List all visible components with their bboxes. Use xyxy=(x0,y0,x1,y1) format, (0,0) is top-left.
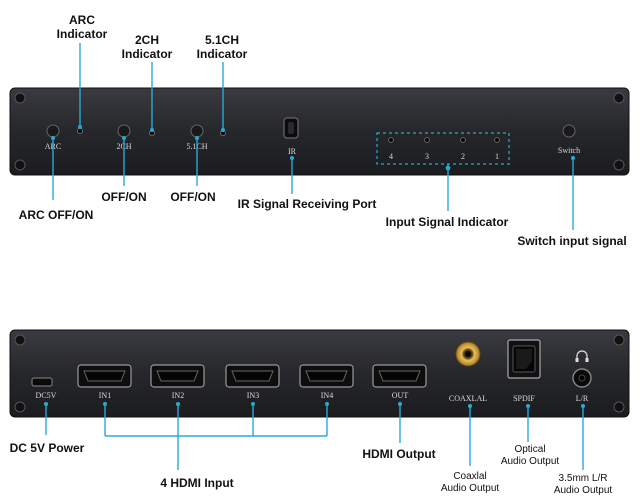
2ch-indicator-callout-line2: Indicator xyxy=(122,47,173,61)
input-4-label: 4 xyxy=(389,152,393,161)
2ch-indicator-callout-line1: 2CH xyxy=(135,33,159,47)
arc-indicator-callout-line2: Indicator xyxy=(57,27,108,41)
input-1-label: 1 xyxy=(495,152,499,161)
5-1ch-button[interactable] xyxy=(190,124,204,138)
screw-icon xyxy=(14,92,26,104)
hdmi-input-callout: 4 HDMI Input xyxy=(160,476,233,490)
dc-5v-port[interactable] xyxy=(31,377,53,387)
analog-callout-line2: Audio Output xyxy=(554,485,613,496)
hdmi-in3-port[interactable] xyxy=(225,364,280,388)
optical-callout-line2: Audio Output xyxy=(501,456,560,467)
coaxial-label: COAXLAL xyxy=(449,394,487,403)
input-2-led xyxy=(460,137,466,143)
hdmi-in3-label: IN3 xyxy=(247,391,259,400)
input-signal-callout: Input Signal Indicator xyxy=(386,215,509,229)
input-3-label: 3 xyxy=(425,152,429,161)
arc-off-on-callout: ARC OFF/ON xyxy=(19,208,94,222)
input-indicator-box xyxy=(376,132,510,165)
front-panel-body xyxy=(9,87,630,176)
hdmi-in2-label: IN2 xyxy=(172,391,184,400)
spdif-optical-port[interactable] xyxy=(507,339,541,379)
input-2-label: 2 xyxy=(461,152,465,161)
spdif-label: SPDIF xyxy=(513,394,535,403)
back-callouts: DC 5V Power 4 HDMI Input HDMI Output Coa… xyxy=(10,441,613,496)
input-3-led xyxy=(424,137,430,143)
headphone-icon xyxy=(575,350,589,362)
hdmi-in1-port[interactable] xyxy=(77,364,132,388)
input-1-led xyxy=(494,137,500,143)
analog-callout-line1: 3.5mm L/R xyxy=(559,473,608,484)
front-callouts: ARC Indicator 2CH Indicator 5.1CH Indica… xyxy=(19,13,627,248)
screw-icon xyxy=(613,401,625,413)
screw-icon xyxy=(14,401,26,413)
screw-icon xyxy=(14,159,26,171)
coaxial-pin xyxy=(465,351,471,357)
dc-power-callout: DC 5V Power xyxy=(10,441,85,455)
5-1ch-indicator-callout-line2: Indicator xyxy=(197,47,248,61)
coaxial-callout-line1: Coaxlal xyxy=(453,471,486,482)
arc-button[interactable] xyxy=(46,124,60,138)
dc-5v-label: DC5V xyxy=(36,391,57,400)
screw-icon xyxy=(613,92,625,104)
screw-icon xyxy=(613,159,625,171)
hdmi-out-port[interactable] xyxy=(372,364,427,388)
hdmi-out-label: OUT xyxy=(392,391,409,400)
front-leaders xyxy=(51,43,575,230)
ir-label: IR xyxy=(288,147,297,156)
hdmi-in4-port[interactable] xyxy=(299,364,354,388)
screw-icon xyxy=(14,334,26,346)
switch-label: Switch xyxy=(558,146,580,155)
5-1ch-off-on-callout: OFF/ON xyxy=(170,190,215,204)
jack-hole xyxy=(578,374,586,382)
lr-label: L/R xyxy=(576,394,589,403)
2ch-button[interactable] xyxy=(117,124,131,138)
arc-indicator-led xyxy=(77,127,84,134)
screw-icon xyxy=(613,334,625,346)
5-1ch-indicator-callout-line1: 5.1CH xyxy=(205,33,239,47)
arc-indicator-callout-line1: ARC xyxy=(69,13,95,27)
coaxial-callout-line2: Audio Output xyxy=(441,483,500,494)
ir-window xyxy=(288,122,294,134)
back-leaders xyxy=(44,402,585,470)
back-panel: DC5V IN1 IN2 IN3 IN4 OUT COAXL xyxy=(9,329,630,418)
ir-port-callout: IR Signal Receiving Port xyxy=(238,197,377,211)
switch-button[interactable] xyxy=(562,124,576,138)
hdmi-in1-label: IN1 xyxy=(99,391,111,400)
switch-input-callout: Switch input signal xyxy=(517,234,626,248)
front-panel: ARC 2CH 5.1CH IR 4 3 2 1 Switch xyxy=(9,87,630,176)
2ch-off-on-callout: OFF/ON xyxy=(101,190,146,204)
optical-callout-line1: Optical xyxy=(514,444,545,455)
hdmi-in2-port[interactable] xyxy=(150,364,205,388)
hdmi-in4-label: IN4 xyxy=(321,391,333,400)
hdmi-output-callout: HDMI Output xyxy=(362,447,435,461)
input-4-led xyxy=(388,137,394,143)
